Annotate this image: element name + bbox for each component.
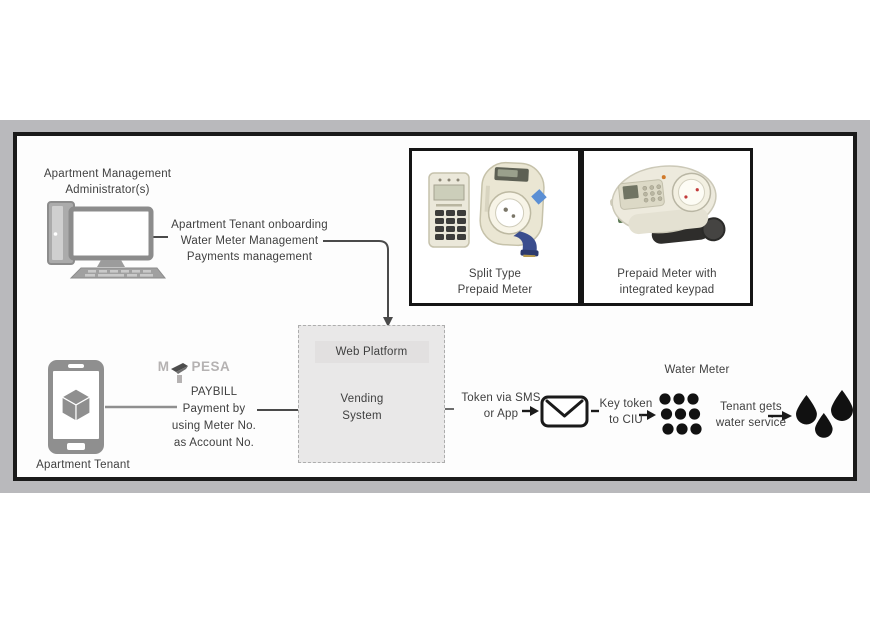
paybill-line2: Payment by <box>182 403 246 415</box>
split-meter-caption: Split Type Prepaid Meter <box>412 266 578 298</box>
web-platform-label: Web Platform <box>314 341 429 363</box>
phone-screen <box>53 371 99 439</box>
vending-label-line2: System <box>342 409 382 422</box>
computer-icon <box>47 201 167 279</box>
envelope-icon <box>540 395 589 428</box>
integrated-meter-caption: Prepaid Meter with integrated keypad <box>584 266 750 298</box>
token-line2: or App <box>483 408 519 420</box>
mpesa-pesa: PESA <box>191 359 231 374</box>
web-platform-box: Web Platform <box>298 325 445 463</box>
phone-home-button <box>67 443 85 450</box>
meters-panel: Split Type Prepaid Meter <box>409 148 753 306</box>
mpesa-hand-icon <box>171 363 189 383</box>
tenant-gets-line2: water service <box>715 417 787 429</box>
admin-task-line2: Water Meter Management <box>180 235 319 247</box>
connector-tasks-to-webplatform <box>323 240 393 327</box>
admin-tasks-label: Apartment Tenant onboarding Water Meter … <box>167 217 332 265</box>
vending-system-label: Vending System <box>317 391 407 424</box>
water-meter-label: Water Meter <box>664 364 730 376</box>
split-meter-box: Split Type Prepaid Meter <box>409 148 581 306</box>
phone-speaker <box>68 364 84 368</box>
admin-label-line2: Administrator(s) <box>65 184 150 196</box>
vending-label-line1: Vending <box>340 393 384 405</box>
paybill-line1: PAYBILL <box>190 386 238 398</box>
paybill-label: PAYBILL Payment by using Meter No. as Ac… <box>153 384 275 452</box>
tenant-gets-label: Tenant gets water service <box>705 399 797 431</box>
admin-task-line3: Payments management <box>186 251 313 263</box>
integrated-meter-box: Prepaid Meter with integrated keypad <box>581 148 753 306</box>
paybill-line4: as Account No. <box>173 437 255 449</box>
split-meter-caption-line1: Split Type <box>468 268 522 280</box>
split-meter-caption-line2: Prepaid Meter <box>457 284 533 296</box>
water-drops-icon <box>796 390 853 438</box>
token-via-sms-label: Token via SMS or App <box>455 390 547 422</box>
token-line1: Token via SMS <box>461 392 541 404</box>
admin-label-line1: Apartment Management <box>43 168 172 180</box>
admin-label: Apartment Management Administrator(s) <box>25 166 190 198</box>
mpesa-logo: M PESA <box>149 360 239 386</box>
paybill-line3: using Meter No. <box>171 420 257 432</box>
key-token-label: Key token to CIU <box>590 396 662 428</box>
system-flow-diagram: Apartment Management Administrator(s) Ap… <box>13 132 857 481</box>
integrated-meter-caption-line1: Prepaid Meter with <box>617 268 717 280</box>
tenant-gets-line1: Tenant gets <box>720 401 782 413</box>
apartment-tenant-label: Apartment Tenant <box>36 459 130 471</box>
integrated-meter-image <box>584 153 750 257</box>
key-token-line1: Key token <box>599 398 653 410</box>
admin-task-line1: Apartment Tenant onboarding <box>171 219 328 231</box>
phone-icon <box>48 360 104 454</box>
integrated-meter-caption-line2: integrated keypad <box>619 284 715 296</box>
cube-icon <box>61 388 91 422</box>
key-token-line2: to CIU <box>609 414 643 426</box>
keypad-icon <box>659 393 702 435</box>
split-meter-image <box>412 153 578 257</box>
mpesa-m: M <box>157 359 170 374</box>
